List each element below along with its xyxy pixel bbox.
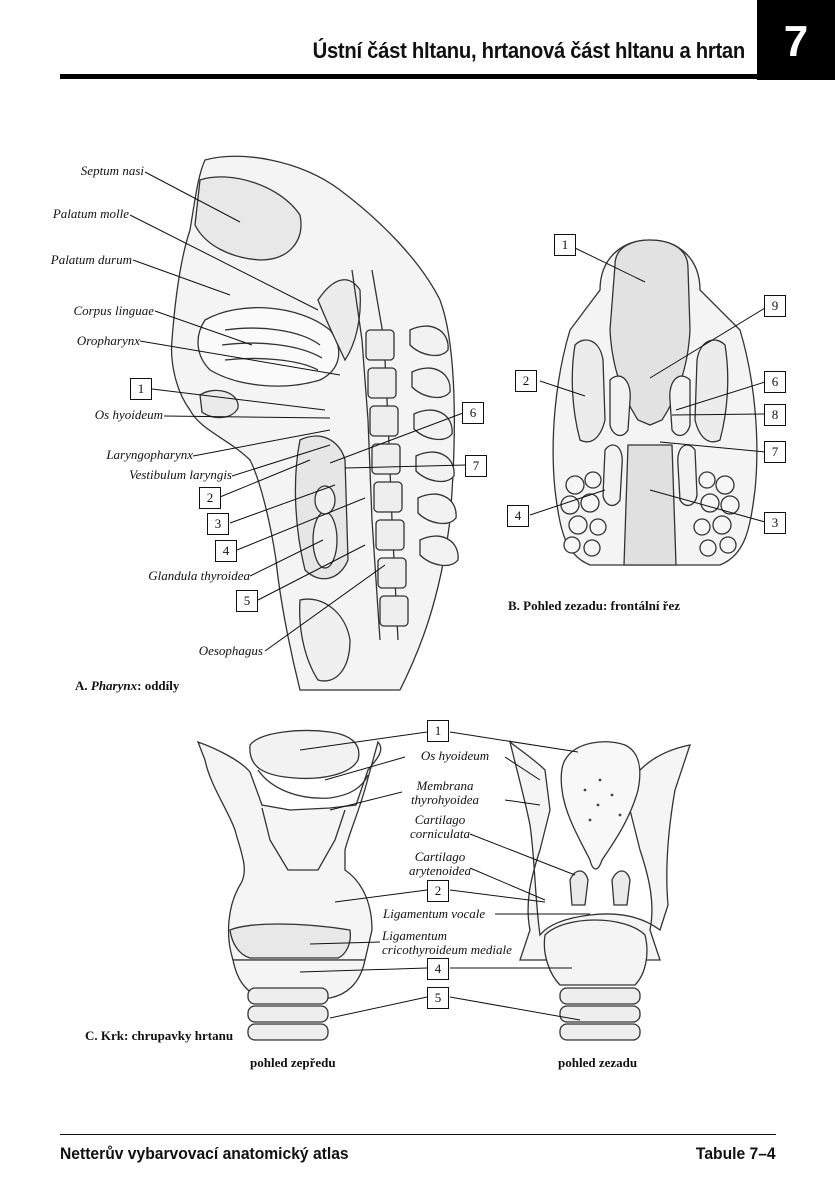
label-corniculata-line1: Cartilago <box>414 812 466 827</box>
label-septum-nasi: Septum nasi <box>80 163 144 178</box>
figure-a-drawing <box>170 155 459 691</box>
label-palatum-durum: Palatum durum <box>50 252 132 267</box>
label-os-hyoideum-c: Os hyoideum <box>420 748 490 763</box>
label-palatum-molle: Palatum molle <box>52 206 129 221</box>
number-a-5: 5 <box>236 590 258 612</box>
label-membrana-line1: Membrana <box>416 778 474 793</box>
label-glandula-thyroidea: Glandula thyroidea <box>148 568 250 583</box>
number-b-6: 6 <box>764 371 786 393</box>
footer-plate-number: Tabule 7–4 <box>696 1144 776 1163</box>
number-a-1: 1 <box>130 378 152 400</box>
number-c-2: 2 <box>427 880 449 902</box>
chapter-number: 7 <box>757 0 835 80</box>
label-arytenoidea-line2: arytenoidea <box>408 863 472 878</box>
number-a-2: 2 <box>199 487 221 509</box>
footer-rule <box>60 1134 776 1135</box>
label-lig-crico-line2: cricothyroideum mediale <box>382 942 512 957</box>
number-b-4: 4 <box>507 505 529 527</box>
number-a-6: 6 <box>462 402 484 424</box>
number-a-4: 4 <box>215 540 237 562</box>
page-title: Ústní část hltanu, hrtanová část hltanu … <box>312 38 746 63</box>
number-b-7: 7 <box>764 441 786 463</box>
number-c-5: 5 <box>427 987 449 1009</box>
caption-figure-b: B. Pohled zezadu: frontální řez <box>508 598 680 613</box>
caption-figure-c: C. Krk: chrupavky hrtanu <box>85 1028 234 1043</box>
label-arytenoidea-line1: Cartilago <box>414 849 466 864</box>
number-b-1: 1 <box>554 234 576 256</box>
figure-c-back-drawing <box>508 740 691 1041</box>
number-b-9: 8 <box>764 404 786 426</box>
label-corniculata-line2: corniculata <box>410 826 470 841</box>
label-view-back: pohled zezadu <box>558 1055 638 1070</box>
label-laryngopharynx: Laryngopharynx <box>106 447 193 462</box>
number-c-4: 4 <box>427 958 449 980</box>
label-os-hyoideum-a: Os hyoideum <box>94 407 163 422</box>
label-oesophagus: Oesophagus <box>198 643 263 658</box>
number-b-3: 3 <box>764 512 786 534</box>
figure-c-front-drawing <box>196 729 382 1041</box>
footer-book-title: Netterův vybarvovací anatomický atlas <box>60 1144 349 1163</box>
number-a-7: 7 <box>465 455 487 477</box>
header-rule <box>60 74 760 79</box>
number-b-8: 9 <box>764 295 786 317</box>
label-lig-crico-line1: Ligamentum <box>382 928 447 943</box>
label-membrana-line2: thyrohyoidea <box>410 792 480 807</box>
number-a-3: 3 <box>207 513 229 535</box>
label-oropharynx: Oropharynx <box>76 333 140 348</box>
number-b-2: 2 <box>515 370 537 392</box>
label-ligamentum-vocale: Ligamentum vocale <box>383 906 486 921</box>
label-vestibulum-laryngis: Vestibulum laryngis <box>129 467 232 482</box>
figure-b-drawing <box>552 239 758 566</box>
label-view-front: pohled zepředu <box>250 1055 336 1070</box>
caption-figure-a: A. Pharynx: oddíly <box>75 678 180 693</box>
number-c-1: 1 <box>427 720 449 742</box>
label-corpus-linguae: Corpus linguae <box>73 303 154 318</box>
